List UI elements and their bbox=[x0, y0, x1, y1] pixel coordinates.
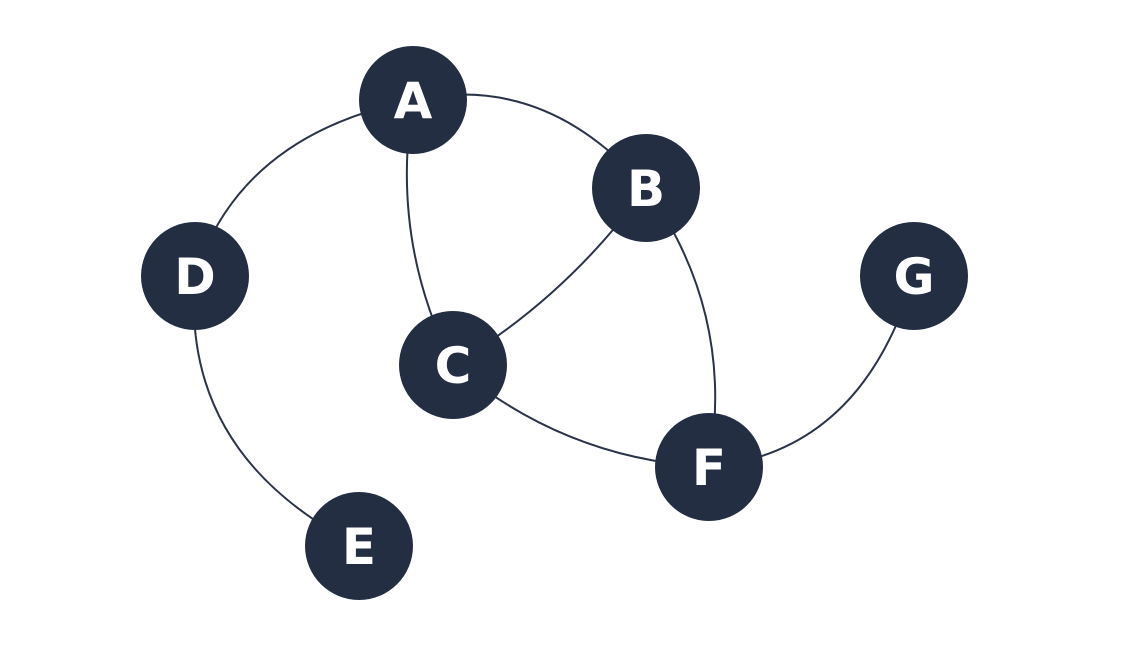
node-A[interactable]: A bbox=[359, 46, 467, 154]
node-C-circle[interactable] bbox=[399, 311, 507, 419]
node-G-circle[interactable] bbox=[860, 222, 968, 330]
node-F-circle[interactable] bbox=[655, 413, 763, 521]
node-A-circle[interactable] bbox=[359, 46, 467, 154]
node-B-circle[interactable] bbox=[592, 134, 700, 242]
node-B[interactable]: B bbox=[592, 134, 700, 242]
node-G[interactable]: G bbox=[860, 222, 968, 330]
node-E[interactable]: E bbox=[305, 492, 413, 600]
node-D-circle[interactable] bbox=[141, 222, 249, 330]
node-F[interactable]: F bbox=[655, 413, 763, 521]
node-E-circle[interactable] bbox=[305, 492, 413, 600]
node-D[interactable]: D bbox=[141, 222, 249, 330]
node-C[interactable]: C bbox=[399, 311, 507, 419]
